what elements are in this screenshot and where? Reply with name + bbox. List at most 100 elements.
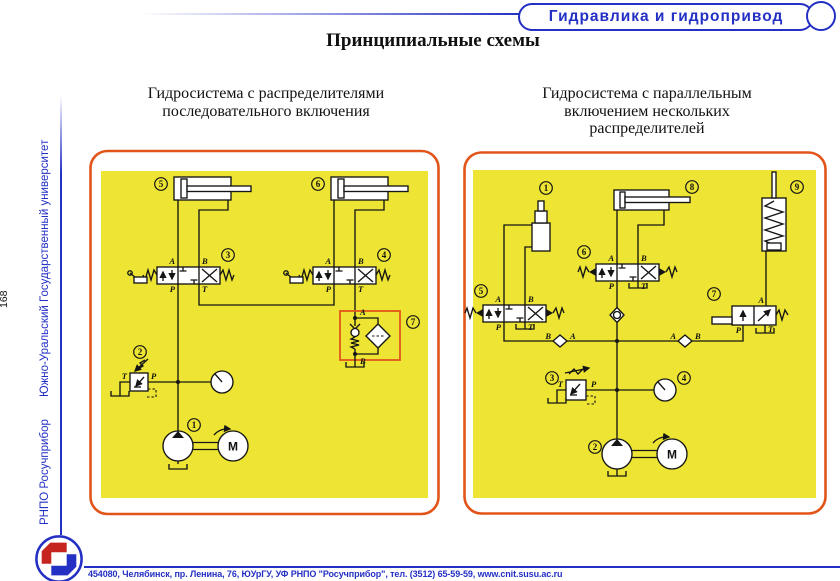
logo-blue-arrow xyxy=(51,554,77,576)
directional-valve-7 xyxy=(711,305,789,326)
rotation-arrow xyxy=(213,424,232,436)
spring-cylinder-9 xyxy=(761,171,787,252)
num-1: 1 xyxy=(192,420,197,430)
right-diagram-title: Гидросистема с параллельным включением н… xyxy=(462,85,832,138)
motor-label: M xyxy=(667,448,677,462)
logo-red-arrow xyxy=(41,542,67,564)
port-b: B xyxy=(527,294,534,304)
header-end-circle xyxy=(806,1,836,31)
check-valve-ball xyxy=(350,327,360,338)
header-connector-line xyxy=(140,13,520,15)
port-labels: A B P T A B P T T P A B xyxy=(122,256,366,381)
port-a: A xyxy=(168,256,175,266)
port-a: A xyxy=(569,331,576,341)
solenoid-symbol xyxy=(546,309,553,317)
num-7: 7 xyxy=(712,289,717,299)
port-t: T xyxy=(641,281,647,291)
number-labels: 1 8 9 6 5 7 3 4 2 xyxy=(474,180,804,454)
check-valve-right xyxy=(676,334,694,348)
cylinder-5 xyxy=(173,176,252,201)
shaft xyxy=(632,449,657,459)
tank-symbols xyxy=(110,391,188,470)
lever-handle xyxy=(133,276,148,284)
port-a: A xyxy=(494,294,501,304)
port-a: A xyxy=(359,307,366,317)
num-7: 7 xyxy=(411,317,416,327)
header-tab-label: Гидравлика и гидропривод xyxy=(548,8,784,25)
sidebar-organization-text: РНПО Росучприбор xyxy=(39,419,51,525)
electric-motor: M xyxy=(632,432,688,470)
junction-dot xyxy=(615,388,619,392)
num-3: 3 xyxy=(550,373,555,383)
footer-horizontal-line xyxy=(84,566,840,568)
port-t: T xyxy=(528,322,534,332)
right-diagram-title-line3: распределителей xyxy=(589,120,705,137)
port-p: P xyxy=(591,379,597,389)
motor-label: M xyxy=(228,440,238,454)
pressure-gauge xyxy=(653,378,677,402)
electric-motor: M xyxy=(193,424,249,462)
port-a: A xyxy=(669,331,676,341)
check-valve-left xyxy=(551,334,569,348)
left-hydraulic-schematic: M A B P T A B P T T P A B 5 6 3 4 2 1 7 xyxy=(89,149,440,516)
port-b: B xyxy=(694,331,701,341)
check-valve-under-valve6 xyxy=(609,306,625,324)
port-b: B xyxy=(357,256,364,266)
right-hydraulic-schematic: M A B P T A B P T A P T B A A B T P 1 8 … xyxy=(463,151,827,515)
num-6: 6 xyxy=(582,247,587,257)
pipe-lines xyxy=(503,210,767,476)
rosuchpribor-logo xyxy=(35,535,83,581)
relief-valve-3 xyxy=(564,365,596,405)
footer-address: 454080, Челябинск, пр. Ленина, 76, ЮУрГУ… xyxy=(88,569,563,579)
solenoid-symbol xyxy=(659,268,666,276)
check-valve-spring xyxy=(349,336,360,350)
directional-valve-4 xyxy=(283,266,391,285)
num-5: 5 xyxy=(159,179,164,189)
port-t: T xyxy=(768,324,774,334)
left-diagram-title-line2: последовательного включения xyxy=(162,102,370,120)
port-p: P xyxy=(736,325,742,335)
lever-knob xyxy=(127,270,133,276)
rotation-arrow xyxy=(652,432,671,444)
relief-valve-2 xyxy=(129,358,157,398)
cylinder-6 xyxy=(330,176,409,201)
port-p: P xyxy=(151,371,157,381)
port-a: A xyxy=(607,253,614,263)
port-a: A xyxy=(757,295,764,305)
port-t: T xyxy=(122,371,128,381)
port-p: P xyxy=(609,281,615,291)
num-3: 3 xyxy=(226,250,231,260)
port-t: T xyxy=(202,284,208,294)
tank-symbol xyxy=(345,362,365,368)
pressure-gauge xyxy=(210,370,234,394)
junction-dot xyxy=(615,339,619,343)
telescopic-cylinder-1 xyxy=(531,200,551,252)
port-labels: A B P T A B P T A P T B A A B T P xyxy=(494,253,774,389)
lever-handle xyxy=(711,316,733,325)
shaft xyxy=(193,441,218,451)
header-tab: Гидравлика и гидропривод xyxy=(518,3,814,31)
page-number: 168 xyxy=(0,290,10,308)
lever-knob xyxy=(283,270,289,276)
num-4: 4 xyxy=(382,250,387,260)
sidebar-university-text: Южно-Уральский Государственный университ… xyxy=(39,139,51,397)
port-b: B xyxy=(544,331,551,341)
left-diagram-title: Гидросистема с распределителями последов… xyxy=(88,85,444,120)
port-t: T xyxy=(558,379,564,389)
page-title: Принципиальные схемы xyxy=(326,30,540,51)
port-p: P xyxy=(496,322,502,332)
directional-valve-6 xyxy=(577,263,678,282)
num-6: 6 xyxy=(316,179,321,189)
pump-1 xyxy=(162,430,194,462)
port-a: A xyxy=(324,256,331,266)
sidebar-vertical-line xyxy=(60,95,62,535)
solenoid-symbol xyxy=(476,309,483,317)
filter-unit-7 xyxy=(339,310,401,368)
port-b: B xyxy=(201,256,208,266)
number-labels: 5 6 3 4 2 1 7 xyxy=(133,177,420,432)
right-diagram-title-line2: включением нескольких xyxy=(564,102,730,120)
left-diagram-title-line1: Гидросистема с распределителями xyxy=(147,85,385,102)
port-b: B xyxy=(359,356,366,366)
num-9: 9 xyxy=(795,182,800,192)
directional-valve-5 xyxy=(464,304,565,323)
